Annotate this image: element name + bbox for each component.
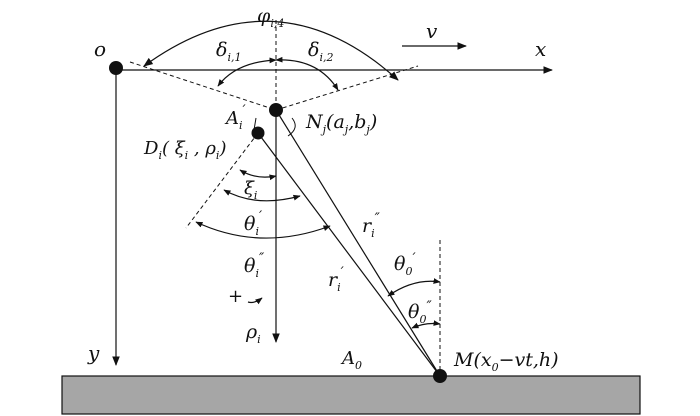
label-theta-prime: θi′	[244, 209, 263, 238]
label-r-double-prime: ri″	[362, 211, 381, 240]
ray-r-prime	[257, 132, 441, 377]
label-r-prime: ri′	[328, 265, 345, 294]
dashed-d-line	[185, 132, 259, 229]
label-d-i: Di( ξi , ρi)	[143, 138, 226, 162]
label-delta2: δi,2	[308, 39, 333, 64]
ray-r-double-prime	[275, 109, 441, 377]
a-point	[251, 126, 265, 140]
label-y-axis: y	[87, 341, 100, 365]
arc-phi	[143, 20, 399, 81]
label-origin: o	[94, 37, 106, 61]
arc-delta2	[275, 56, 339, 91]
label-m: M(x0−vt,h)	[453, 349, 559, 374]
m-point	[433, 369, 447, 383]
arc-rotation-direction	[247, 297, 263, 305]
arc-theta-double-prime	[195, 221, 331, 239]
dashed-line-right	[275, 65, 419, 111]
origin-point	[109, 61, 123, 75]
label-plus: +	[228, 286, 243, 307]
ground-surface	[61, 375, 641, 415]
label-a-i-prime: Ai′	[224, 103, 247, 132]
arc-delta1	[217, 57, 277, 87]
label-theta0-double-prime: θ0″	[408, 299, 432, 326]
label-x-axis: x	[535, 37, 546, 61]
label-a0: A0	[340, 348, 362, 372]
dashed-line-left	[129, 61, 277, 111]
label-theta0-prime: θ0′	[394, 251, 416, 278]
arc-theta-prime	[223, 189, 301, 202]
n-point	[269, 103, 283, 117]
label-theta-double-prime: θi″	[244, 251, 265, 280]
arc-theta0-prime	[387, 278, 441, 297]
label-xi: ξi	[244, 178, 257, 202]
label-velocity: v	[426, 19, 438, 43]
arc-theta0-double-prime	[411, 320, 441, 329]
label-rho: ρi	[245, 321, 261, 346]
label-delta1: δi,1	[216, 39, 241, 64]
label-phi: φi,4	[257, 5, 284, 30]
arc-xi	[239, 169, 277, 181]
label-n-j: Nj(aj,bj)	[305, 111, 377, 136]
